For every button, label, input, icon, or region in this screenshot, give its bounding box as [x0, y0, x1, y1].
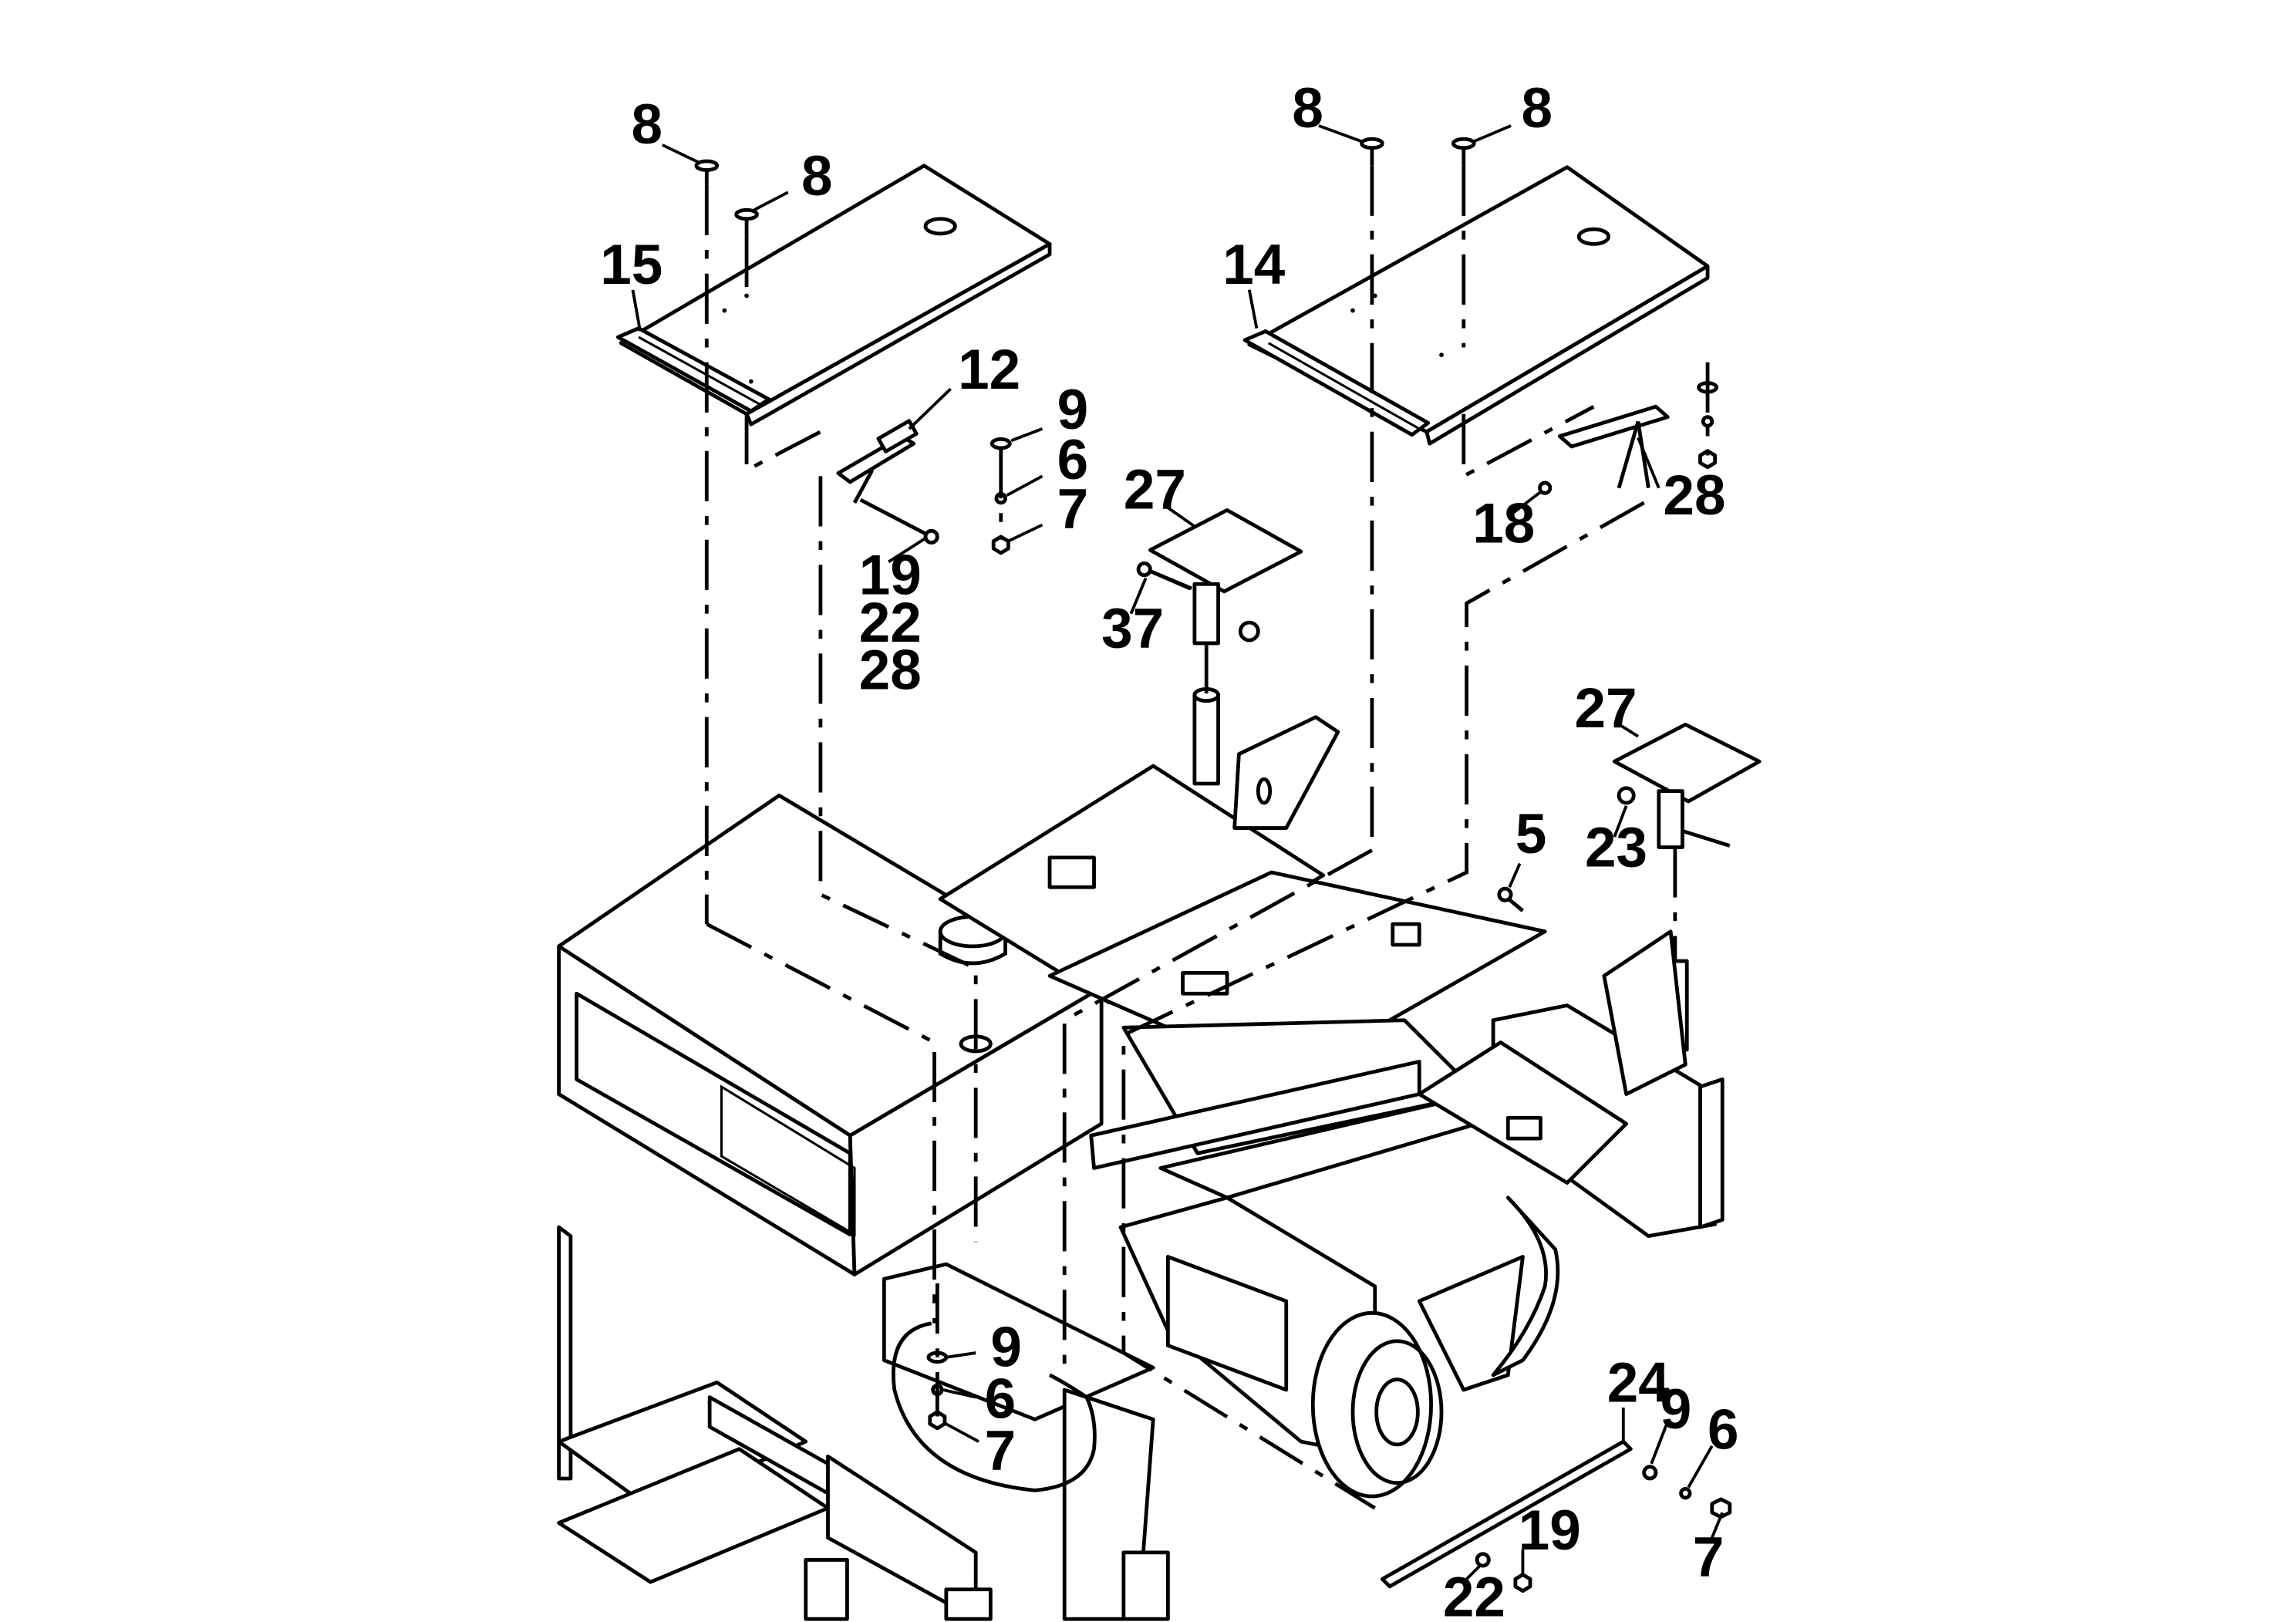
callout-19-b: 19	[1519, 1499, 1581, 1562]
strap	[1380, 1439, 1732, 1593]
callout-15: 15	[600, 234, 663, 296]
callout-9-a: 9	[1057, 379, 1089, 441]
callout-19-a: 19	[859, 545, 922, 607]
callout-9-b: 9	[990, 1316, 1022, 1378]
callout-22-a: 22	[859, 592, 922, 654]
operator-platform-frame	[938, 764, 1555, 1200]
callout-5: 5	[1515, 803, 1547, 865]
callout-27-a: 27	[1124, 458, 1186, 521]
callout-7-b: 7	[985, 1419, 1017, 1482]
callout-numbers: 8 8 15 12 9 6 7 19 22 28 8 8 14 27 37 18…	[600, 77, 1738, 1622]
right-top-cover-panel	[1242, 165, 1710, 446]
callout-28-b: 28	[1664, 464, 1726, 527]
left-lower-frame-rails	[557, 1225, 993, 1621]
latch-assembly	[836, 419, 939, 545]
callout-28-a: 28	[859, 639, 922, 701]
callout-27-b: 27	[1575, 677, 1637, 740]
callout-7-c: 7	[1693, 1526, 1725, 1589]
callout-37: 37	[1101, 598, 1164, 660]
callout-24: 24	[1607, 1351, 1671, 1414]
flex-cable	[892, 1321, 1097, 1492]
callout-8-b: 8	[801, 145, 833, 207]
callout-22-b: 22	[1443, 1566, 1505, 1622]
seat-pivot-bracket	[1232, 715, 1340, 830]
right-side-frame	[1417, 929, 1725, 1239]
callout-6-b: 6	[985, 1367, 1017, 1430]
callout-7-a: 7	[1057, 477, 1089, 540]
callout-6-c: 6	[1708, 1399, 1739, 1462]
callout-14: 14	[1222, 234, 1286, 296]
assembly-centerlines	[704, 165, 1710, 1510]
lower-chassis	[882, 1195, 1560, 1621]
callout-18: 18	[1472, 493, 1535, 555]
callout-12: 12	[958, 339, 1020, 401]
right-latch-bracket	[1538, 404, 1670, 495]
leader-lines	[631, 124, 1725, 1580]
wheel-hub	[1310, 1310, 1444, 1499]
callout-9-c: 9	[1660, 1378, 1692, 1441]
callout-23: 23	[1585, 816, 1647, 878]
left-top-cover-panel	[615, 164, 1052, 427]
callout-8-c: 8	[1292, 77, 1323, 140]
callout-8-a: 8	[632, 93, 663, 156]
callout-6-a: 6	[1057, 429, 1089, 491]
callout-8-d: 8	[1522, 77, 1553, 140]
seat-post-left	[1145, 508, 1303, 786]
